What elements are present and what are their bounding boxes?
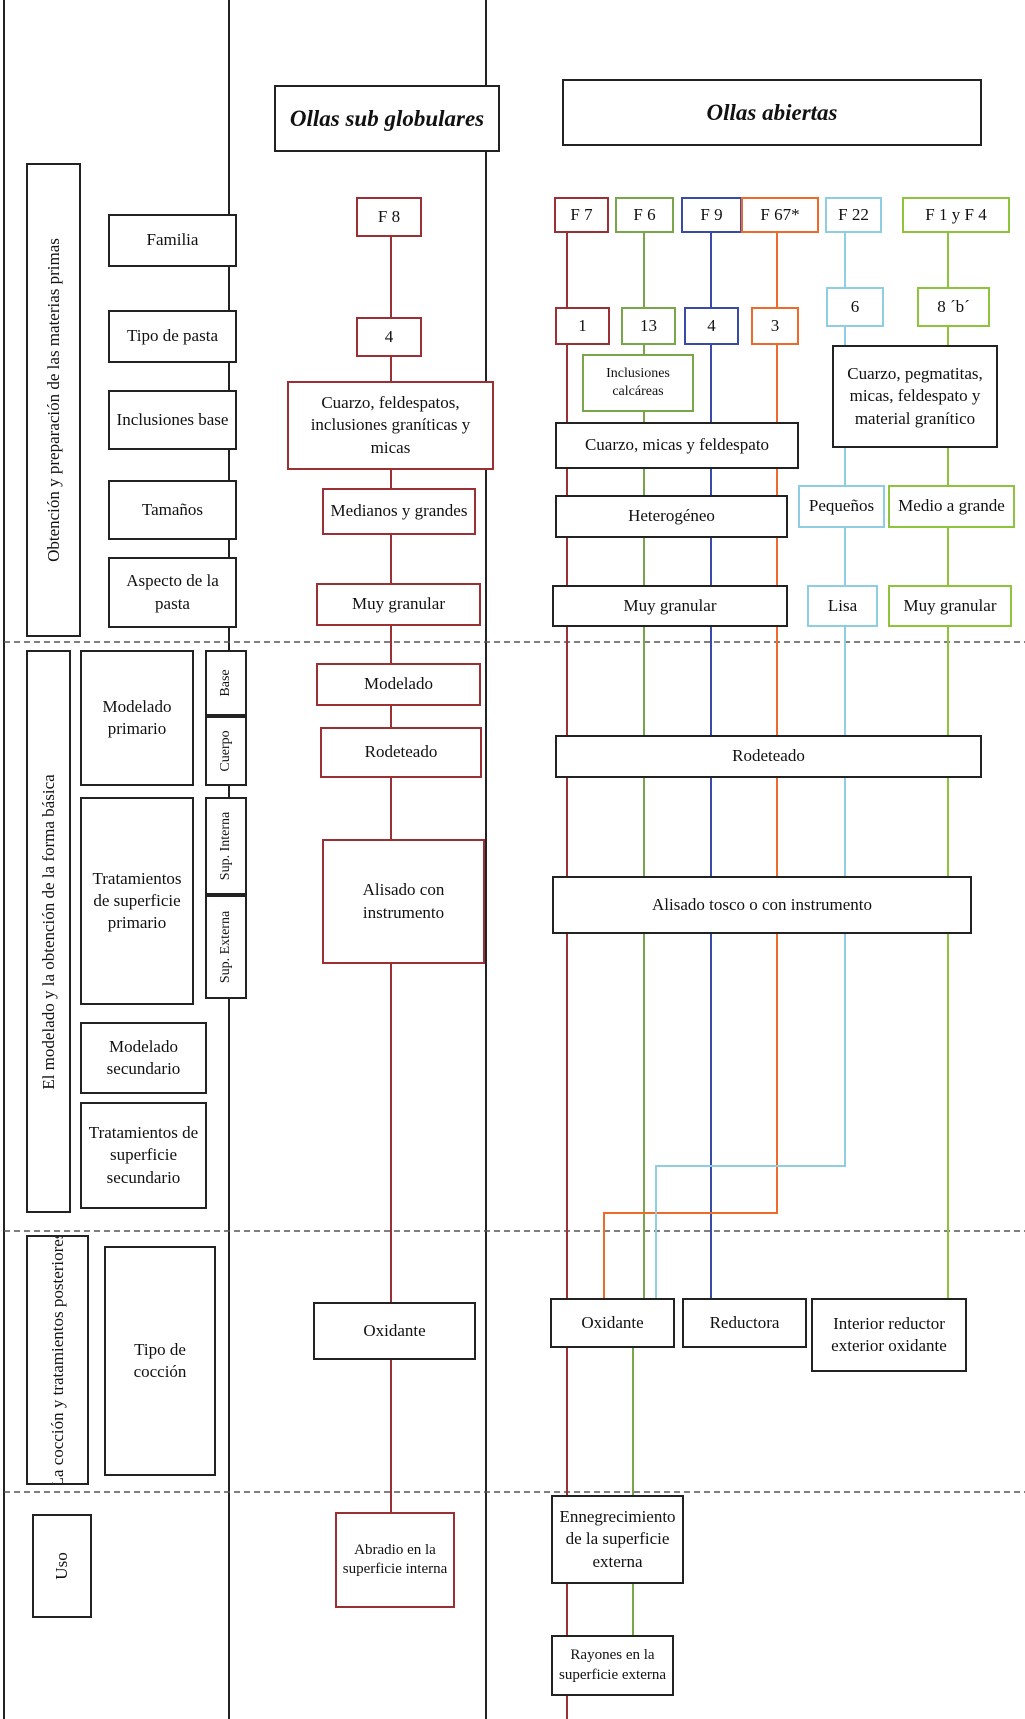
abiertas-pasta-13: 13: [621, 307, 676, 345]
abiertas-aspecto-muy-granular-f14: Muy granular: [888, 585, 1012, 627]
stage-uso: Uso: [32, 1514, 92, 1618]
sub-aspecto: Muy granular: [316, 583, 481, 626]
abiertas-tamanos-heterogeneo: Heterogéneo: [555, 495, 788, 538]
abiertas-pasta-4: 4: [684, 307, 739, 345]
abiertas-inclusiones-pegmatitas: Cuarzo, pegmatitas, micas, feldespato y …: [832, 345, 998, 448]
sub-familia-f8: F 8: [356, 197, 422, 237]
label-tratamientos-primario: Tratamientos de superficie primario: [80, 797, 194, 1005]
label-tipo-de-coccion: Tipo de cocción: [104, 1246, 216, 1476]
label-cuerpo: Cuerpo: [205, 716, 247, 786]
abiertas-inclusiones-calcareas: Inclusiones calcáreas: [582, 354, 694, 412]
abiertas-familia-f9: F 9: [681, 197, 742, 233]
stage-obtencion: Obtención y preparación de las materias …: [26, 163, 81, 637]
sub-alisado: Alisado con instrumento: [322, 839, 485, 964]
abiertas-inclusiones-cuarzo: Cuarzo, micas y feldespato: [555, 422, 799, 469]
abiertas-aspecto-lisa: Lisa: [807, 585, 878, 627]
abiertas-familia-f7: F 7: [554, 197, 609, 233]
abiertas-pasta-6: 6: [826, 287, 884, 327]
abiertas-tamanos-pequenos: Pequeños: [798, 485, 885, 528]
abiertas-pasta-3: 3: [751, 307, 799, 345]
sub-inclusiones: Cuarzo, feldespatos, inclusiones graníti…: [287, 381, 494, 470]
header-ollas-abiertas: Ollas abiertas: [562, 79, 982, 146]
label-modelado-primario: Modelado primario: [80, 650, 194, 786]
abiertas-alisado: Alisado tosco o con instrumento: [552, 876, 972, 934]
label-modelado-secundario: Modelado secundario: [80, 1022, 207, 1094]
abiertas-coccion-oxidante: Oxidante: [550, 1298, 675, 1348]
sub-modelado: Modelado: [316, 663, 481, 706]
label-sup-externa: Sup. Externa: [205, 895, 247, 999]
label-tamanos: Tamaños: [108, 480, 237, 540]
abiertas-rodeteado: Rodeteado: [555, 735, 982, 778]
abiertas-uso-ennegrecimiento: Ennegrecimiento de la superficie externa: [551, 1495, 684, 1584]
abiertas-tamanos-medio-grande: Medio a grande: [888, 485, 1015, 528]
sub-uso-abradio: Abradio en la superficie interna: [335, 1512, 455, 1608]
sub-tamanos: Medianos y grandes: [322, 488, 476, 535]
label-familia: Familia: [108, 214, 237, 267]
abiertas-pasta-8b: 8 ´b´: [917, 287, 990, 327]
header-ollas-sub-globulares: Ollas sub globulares: [274, 85, 500, 152]
abiertas-familia-f67: F 67*: [741, 197, 819, 233]
abiertas-aspecto-muy-granular: Muy granular: [552, 585, 788, 627]
abiertas-coccion-reductora: Reductora: [682, 1298, 807, 1348]
sub-pasta-4: 4: [356, 317, 422, 357]
stage-coccion: La cocción y tratamientos posteriores: [26, 1235, 89, 1485]
abiertas-coccion-mixta: Interior reductor exterior oxidante: [811, 1298, 967, 1372]
label-inclusiones-base: Inclusiones base: [108, 390, 237, 450]
label-sup-interna: Sup. Interna: [205, 797, 247, 895]
stage-modelado: El modelado y la obtención de la forma b…: [26, 650, 71, 1213]
label-base: Base: [205, 650, 247, 716]
sub-rodeteado: Rodeteado: [320, 727, 482, 778]
sub-coccion-oxidante: Oxidante: [313, 1302, 476, 1360]
abiertas-familia-f22: F 22: [825, 197, 882, 233]
label-tratamientos-secundario: Tratamientos de superficie secundario: [80, 1102, 207, 1209]
abiertas-pasta-1: 1: [555, 307, 610, 345]
label-aspecto-de-la-pasta: Aspecto de la pasta: [108, 557, 237, 628]
label-tipo-de-pasta: Tipo de pasta: [108, 310, 237, 363]
abiertas-familia-f6: F 6: [615, 197, 674, 233]
abiertas-uso-rayones: Rayones en la superficie externa: [551, 1635, 674, 1696]
abiertas-familia-f1-f4: F 1 y F 4: [902, 197, 1010, 233]
